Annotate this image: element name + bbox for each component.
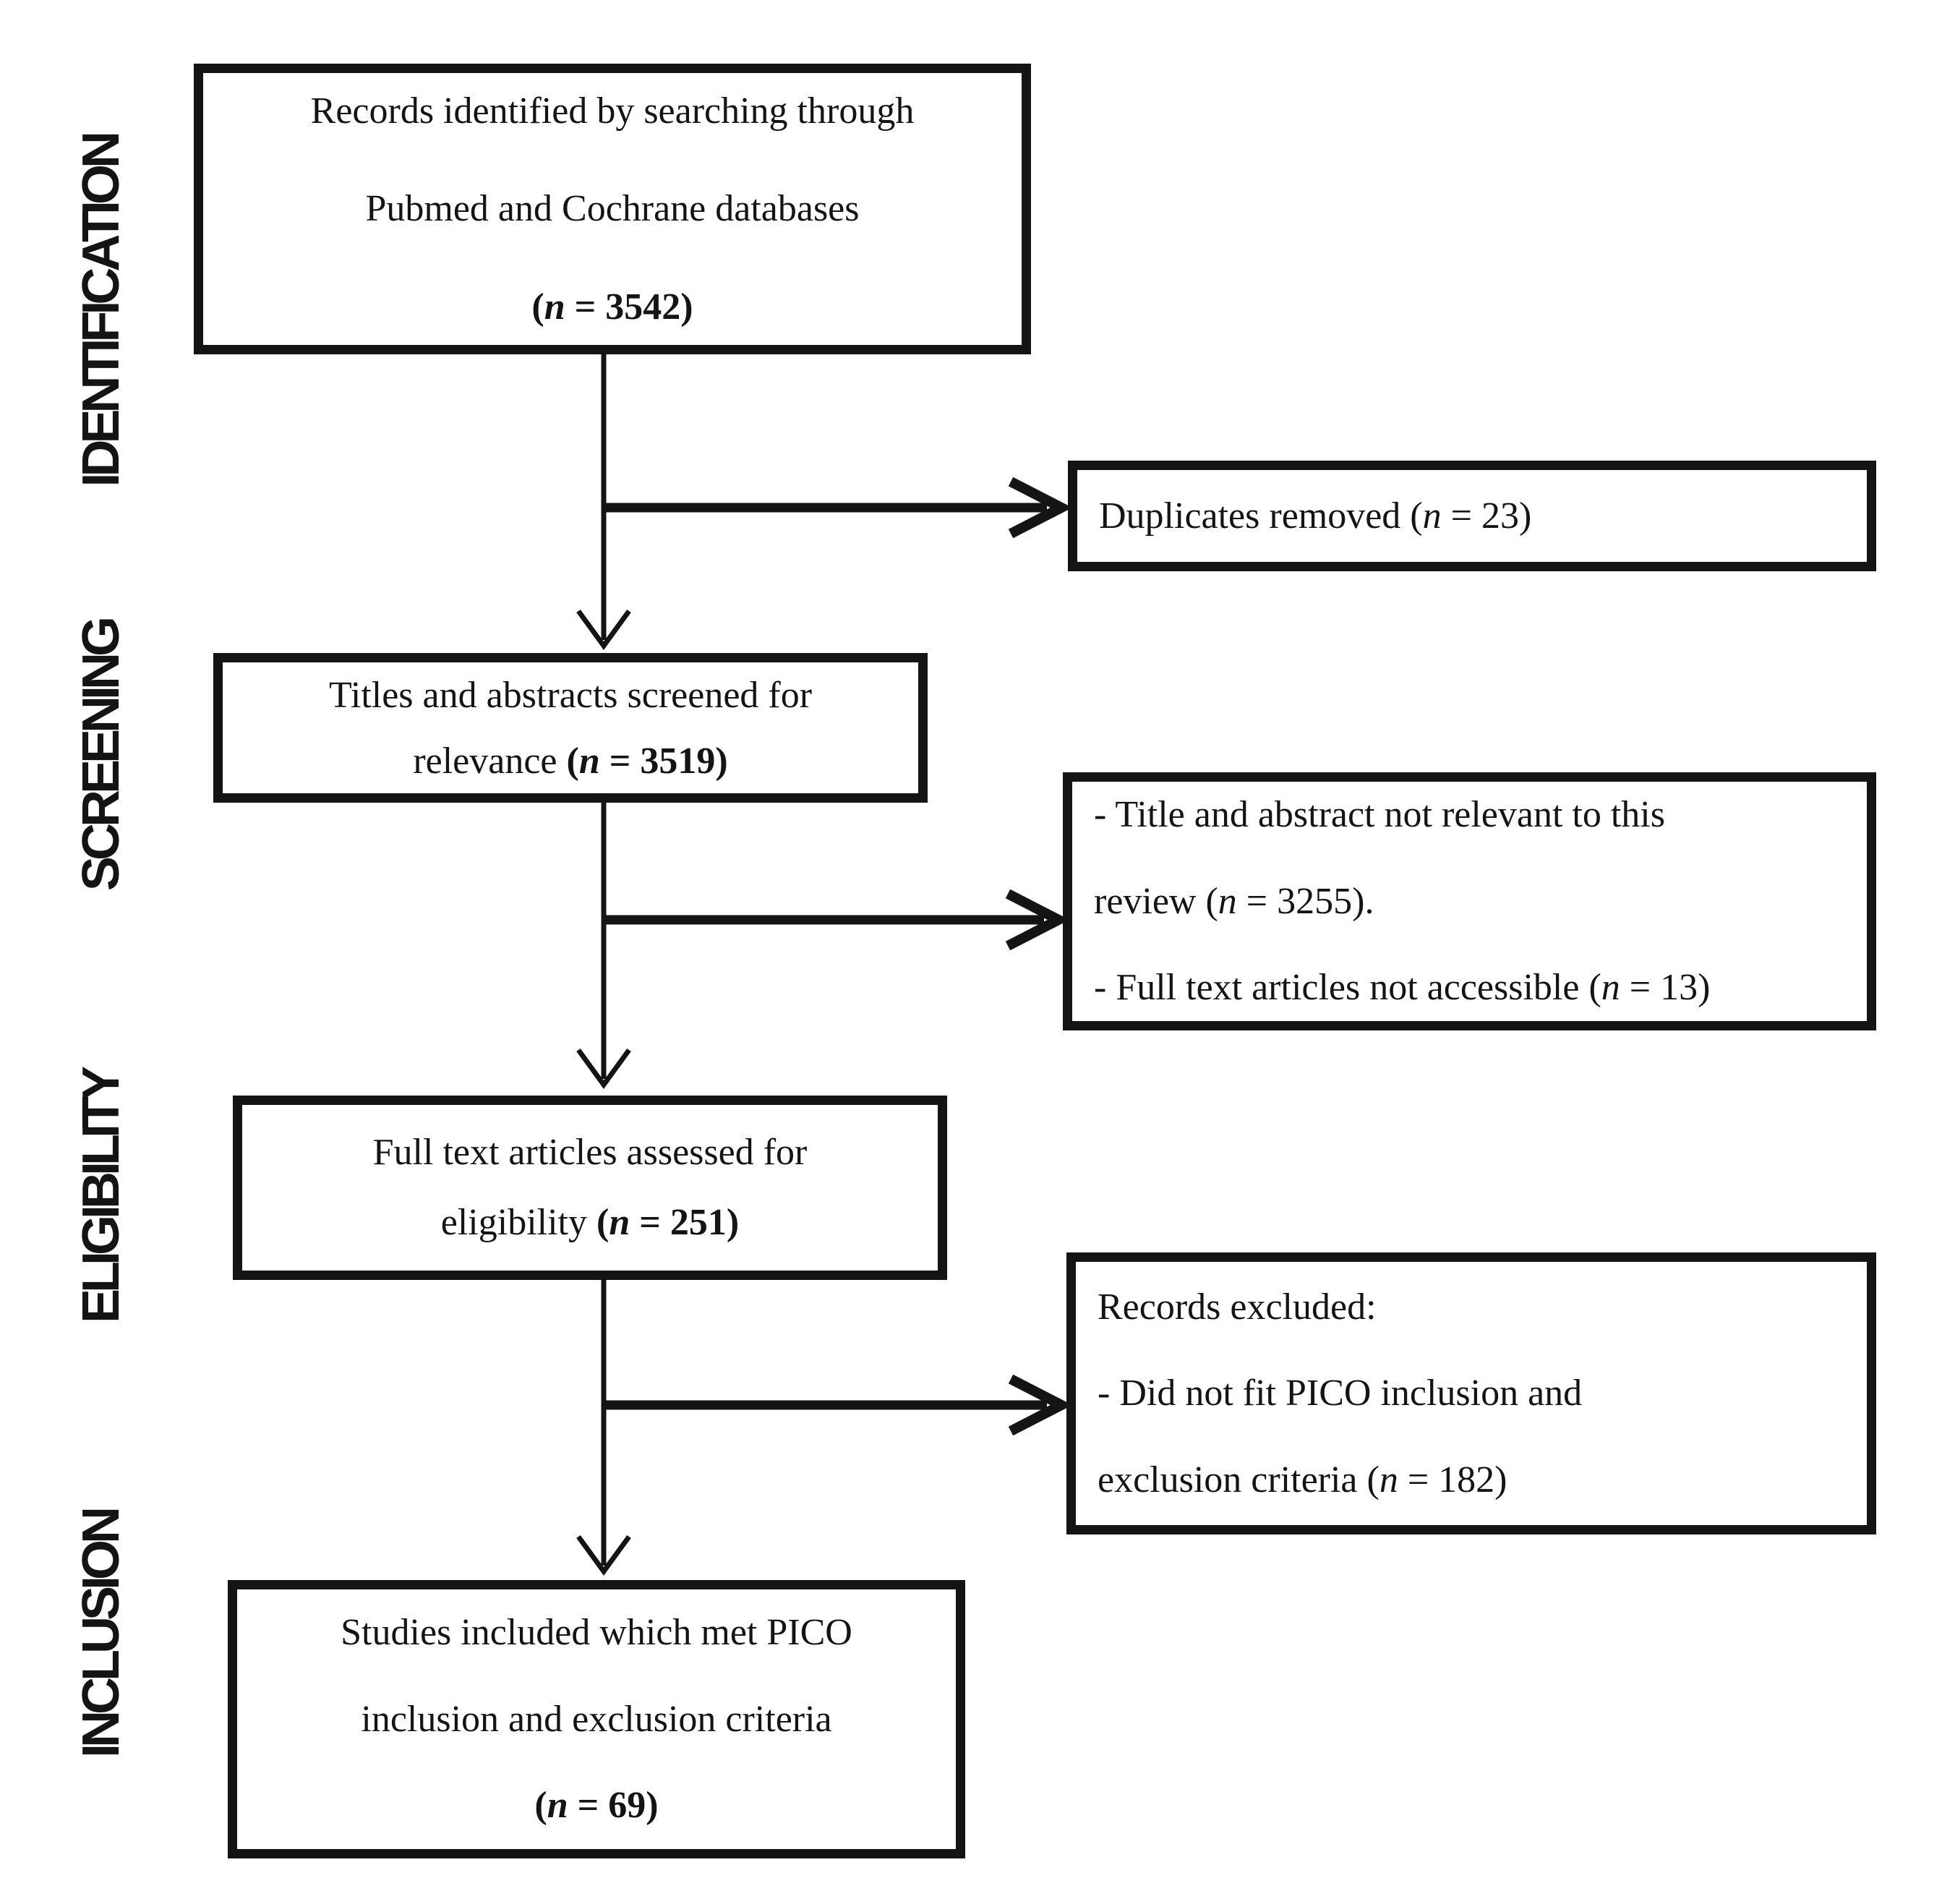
stage-label-screening: SCREENING bbox=[71, 593, 132, 918]
screening-excluded-line2: review (n = 3255). bbox=[1094, 880, 1374, 922]
box-studies-included-line1: Studies included which met PICO bbox=[341, 1612, 852, 1654]
records-identified-count: (n = 3542) bbox=[531, 286, 693, 328]
stage-label-eligibility-text: ELIGIBILITY bbox=[72, 1070, 130, 1323]
box-screening-excluded: - Title and abstract not relevant to thi… bbox=[1063, 772, 1876, 1030]
box-duplicates-removed: Duplicates removed (n = 23) bbox=[1068, 461, 1876, 571]
fulltext-assessed-count: (n = 251) bbox=[596, 1201, 740, 1243]
arrow-to-eligibility-excluded-box bbox=[604, 1374, 1073, 1436]
stage-label-identification: IDENTIFICATION bbox=[71, 58, 132, 564]
box-titles-screened: Titles and abstracts screened for releva… bbox=[213, 653, 928, 803]
box-titles-screened-line1: Titles and abstracts screened for bbox=[328, 674, 813, 716]
box-fulltext-assessed-line1: Full text articles assessed for bbox=[372, 1132, 808, 1174]
titles-screened-count: (n = 3519) bbox=[566, 740, 728, 782]
stage-label-inclusion: INCLUSION bbox=[71, 1468, 132, 1801]
eligibility-excluded-line3: exclusion criteria (n = 182) bbox=[1098, 1459, 1507, 1500]
box-records-identified-count-line: (n = 3542) bbox=[531, 258, 693, 356]
studies-included-count: (n = 69) bbox=[534, 1785, 659, 1827]
screening-excluded-line3: - Full text articles not accessible (n =… bbox=[1094, 967, 1711, 1009]
box-studies-included-line2: inclusion and exclusion criteria bbox=[361, 1698, 832, 1740]
arrow-identified-to-screened bbox=[576, 354, 631, 650]
arrow-assessed-to-included bbox=[576, 1280, 631, 1576]
stage-label-inclusion-text: INCLUSION bbox=[72, 1511, 130, 1758]
duplicates-removed-line1: Duplicates removed (n = 23) bbox=[1099, 495, 1532, 537]
stage-label-identification-text: IDENTIFICATION bbox=[72, 135, 130, 487]
box-studies-included: Studies included which met PICO inclusio… bbox=[228, 1580, 965, 1858]
eligibility-excluded-line1: Records excluded: bbox=[1098, 1286, 1377, 1328]
box-records-identified-line1: Records identified by searching through bbox=[310, 90, 915, 132]
box-titles-screened-count-line: relevance (n = 3519) bbox=[413, 740, 728, 782]
box-records-identified: Records identified by searching through … bbox=[194, 64, 1031, 354]
arrow-screened-to-assessed bbox=[576, 803, 631, 1089]
screening-excluded-line1: - Title and abstract not relevant to thi… bbox=[1094, 794, 1665, 836]
box-records-identified-line2: Pubmed and Cochrane databases bbox=[365, 188, 860, 230]
box-fulltext-assessed: Full text articles assessed for eligibil… bbox=[233, 1096, 947, 1280]
arrow-to-duplicates-box bbox=[604, 477, 1073, 539]
stage-label-eligibility: ELIGIBILITY bbox=[71, 1034, 132, 1359]
box-eligibility-excluded: Records excluded: - Did not fit PICO inc… bbox=[1066, 1252, 1876, 1534]
stage-label-screening-text: SCREENING bbox=[72, 620, 130, 892]
eligibility-excluded-line2: - Did not fit PICO inclusion and bbox=[1098, 1372, 1583, 1414]
arrow-to-screening-excluded-box bbox=[604, 889, 1070, 951]
box-fulltext-assessed-count-line: eligibility (n = 251) bbox=[440, 1201, 740, 1243]
box-studies-included-count-line: (n = 69) bbox=[534, 1762, 658, 1849]
